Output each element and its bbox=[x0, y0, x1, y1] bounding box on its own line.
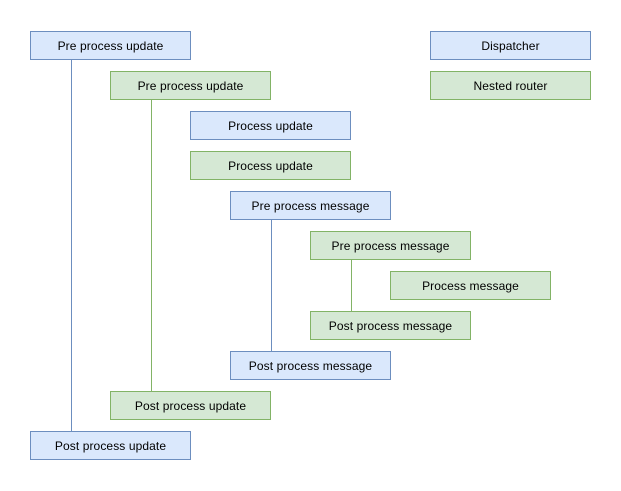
process-node[interactable]: Post process update bbox=[30, 431, 191, 460]
process-node-label: Pre process message bbox=[251, 198, 370, 213]
legend-item-label: Dispatcher bbox=[481, 38, 540, 53]
legend-item-nested[interactable]: Nested router bbox=[430, 71, 591, 100]
process-node-label: Process update bbox=[228, 118, 313, 133]
process-node[interactable]: Pre process message bbox=[310, 231, 471, 260]
process-node[interactable]: Process update bbox=[190, 151, 351, 180]
connector-line bbox=[271, 220, 272, 351]
connector-line bbox=[71, 60, 72, 431]
legend-item-label: Nested router bbox=[473, 78, 548, 93]
legend-item-dispatcher[interactable]: Dispatcher bbox=[430, 31, 591, 60]
process-node[interactable]: Post process message bbox=[310, 311, 471, 340]
process-node[interactable]: Process message bbox=[390, 271, 551, 300]
process-node-label: Post process message bbox=[248, 358, 373, 373]
process-node[interactable]: Post process message bbox=[230, 351, 391, 380]
process-node-label: Pre process update bbox=[57, 38, 164, 53]
process-node-label: Post process update bbox=[134, 398, 247, 413]
process-node[interactable]: Process update bbox=[190, 111, 351, 140]
process-node[interactable]: Post process update bbox=[110, 391, 271, 420]
process-node[interactable]: Pre process message bbox=[230, 191, 391, 220]
process-node[interactable]: Pre process update bbox=[110, 71, 271, 100]
connector-line bbox=[151, 100, 152, 391]
process-node[interactable]: Pre process update bbox=[30, 31, 191, 60]
process-node-label: Pre process update bbox=[137, 78, 244, 93]
process-node-label: Process message bbox=[422, 278, 519, 293]
process-node-label: Process update bbox=[228, 158, 313, 173]
connector-line bbox=[351, 260, 352, 311]
process-node-label: Post process update bbox=[54, 438, 167, 453]
process-node-label: Pre process message bbox=[331, 238, 450, 253]
process-node-label: Post process message bbox=[328, 318, 453, 333]
